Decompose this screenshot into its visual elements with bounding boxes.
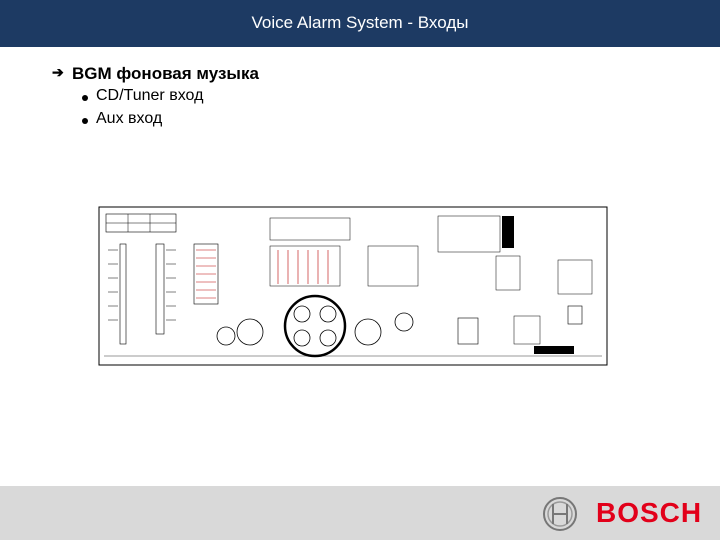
bullet-sub-text: Aux вход bbox=[96, 110, 163, 127]
page-title: Voice Alarm System - Входы bbox=[251, 13, 469, 32]
footer-bar bbox=[0, 486, 720, 540]
title-bar: Voice Alarm System - Входы bbox=[0, 0, 720, 47]
bosch-logo-icon bbox=[543, 497, 577, 531]
bullet-dot-icon bbox=[82, 118, 88, 124]
bullet-main-text: BGM фоновая музыка bbox=[72, 64, 259, 83]
rear-panel-diagram bbox=[98, 206, 608, 366]
bullet-dot-icon bbox=[82, 95, 88, 101]
bullet-sub-text: CD/Tuner вход bbox=[96, 87, 204, 104]
brand-name: BOSCH bbox=[596, 497, 703, 528]
arrow-right-icon: ➔ bbox=[52, 64, 64, 80]
